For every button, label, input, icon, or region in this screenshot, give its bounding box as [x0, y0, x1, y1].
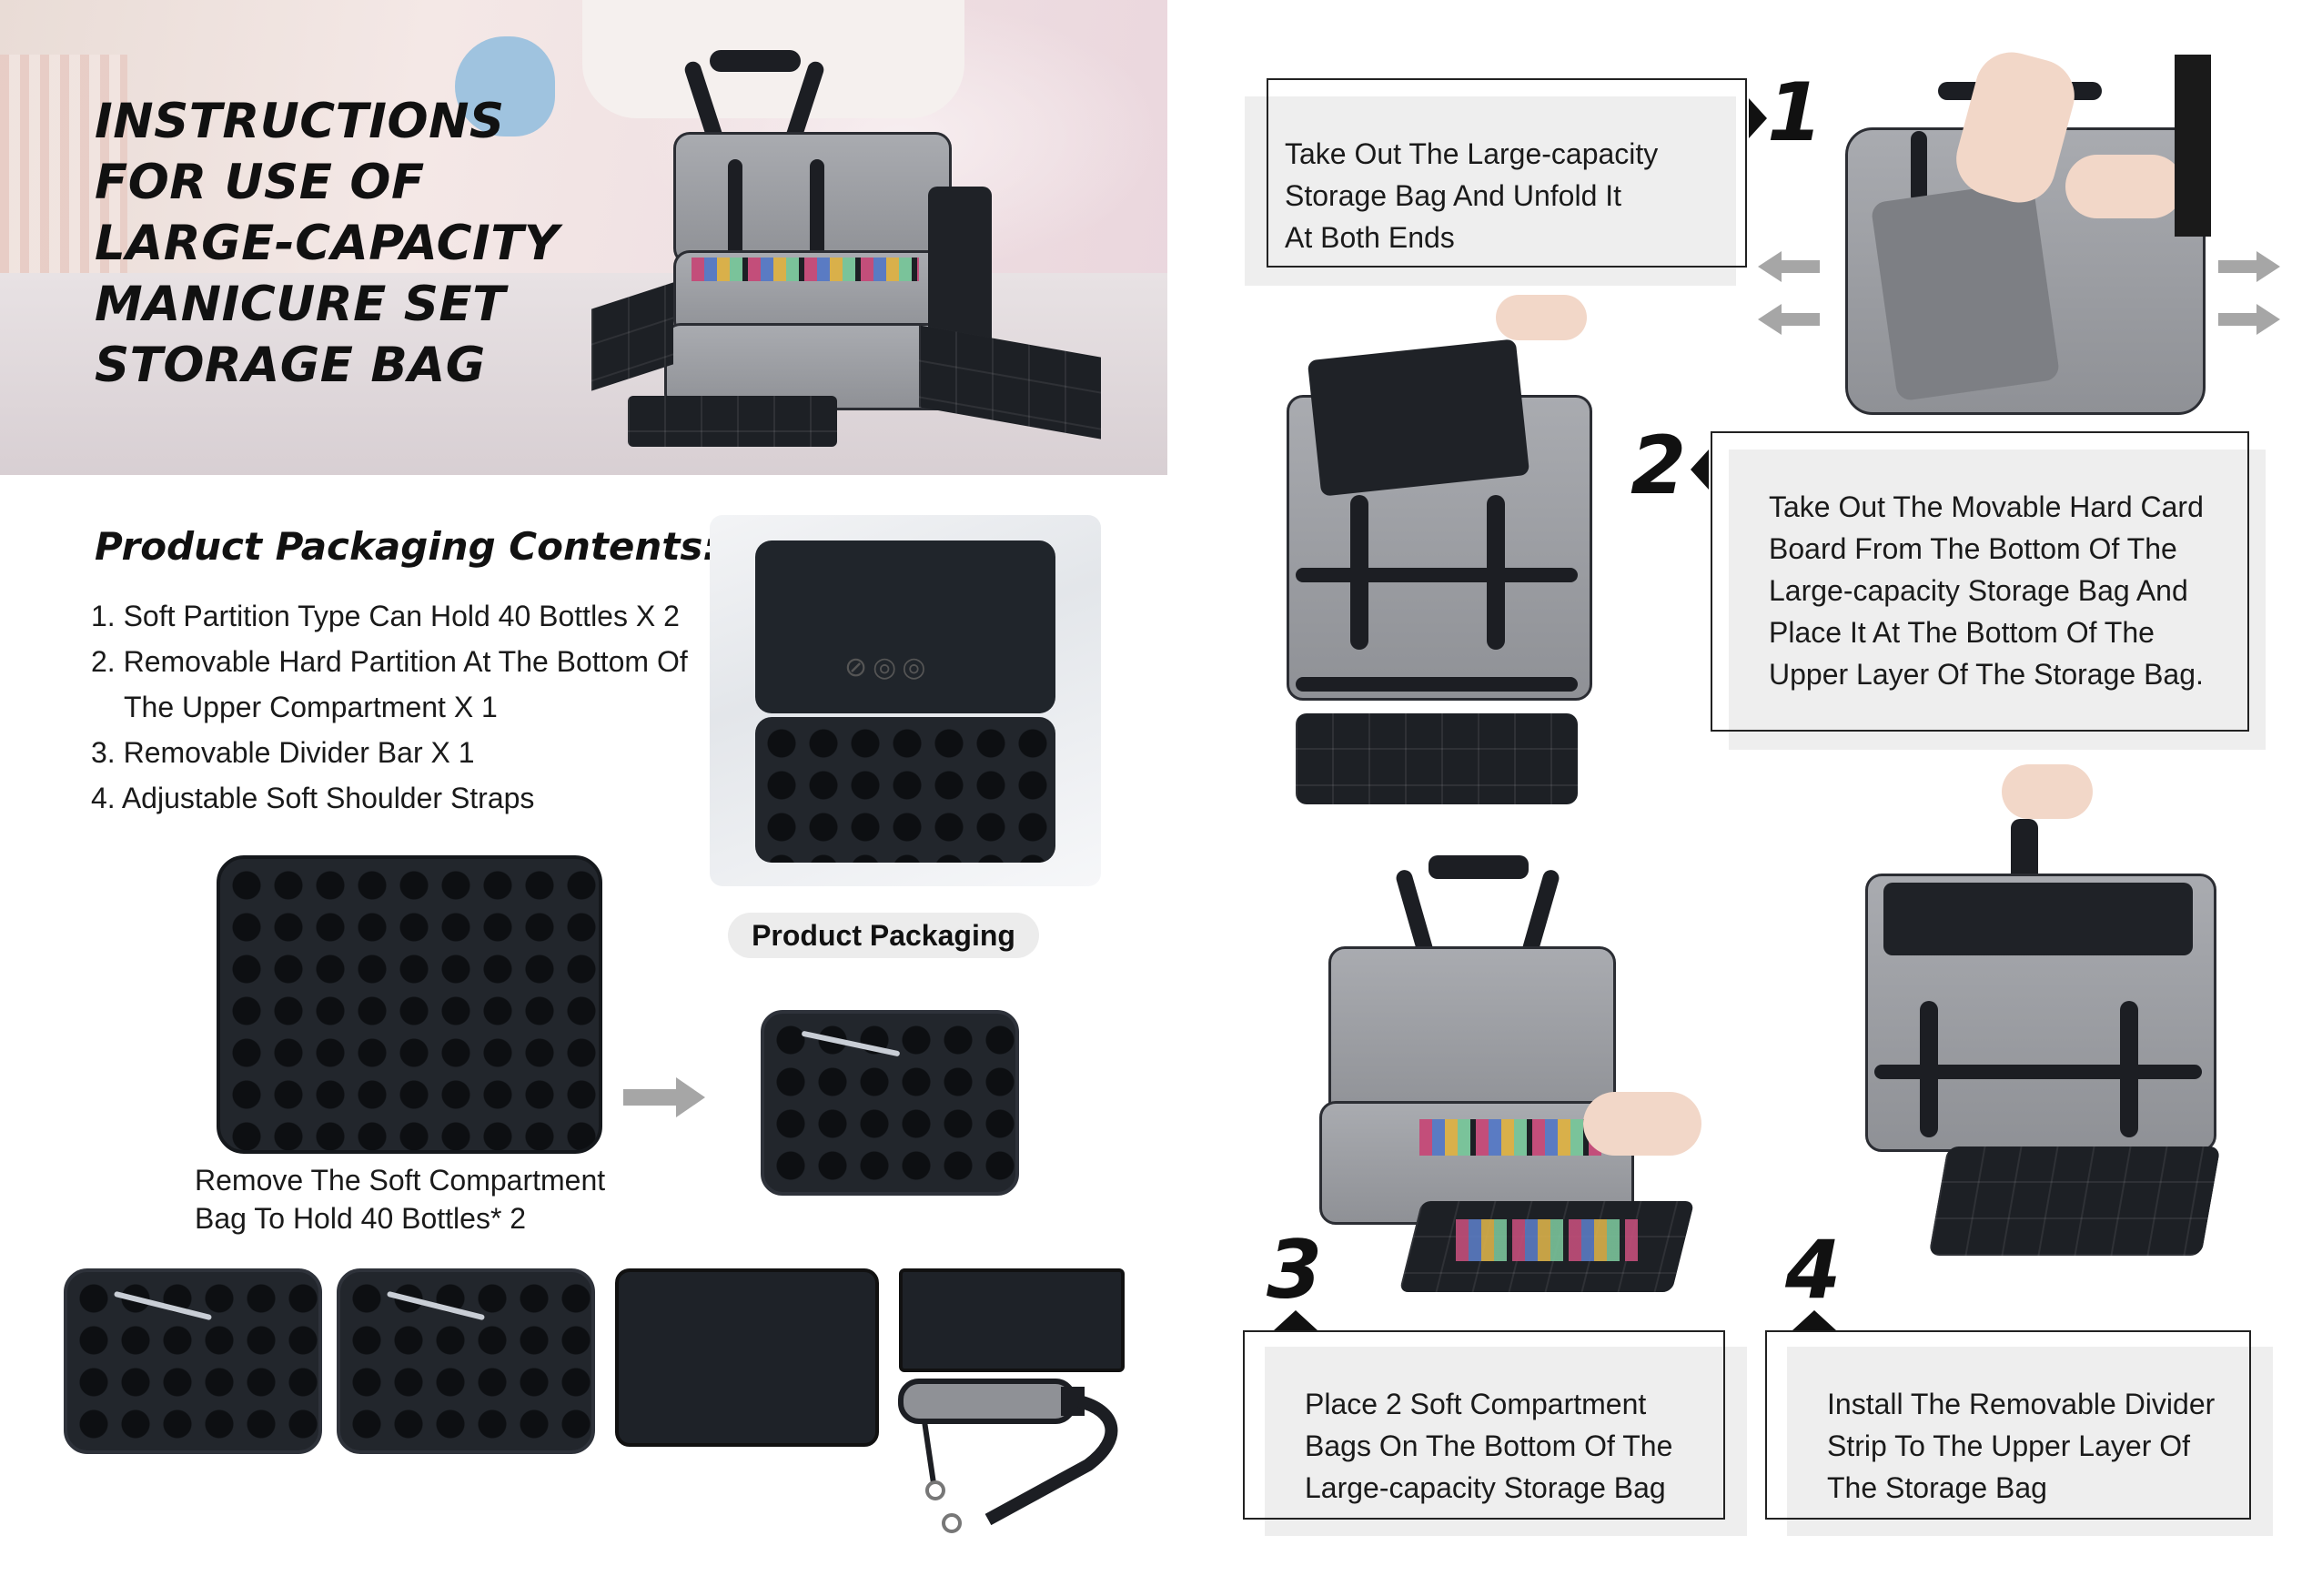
step-text-line: Storage Bag And Unfold It: [1285, 179, 1622, 212]
step-text-line: Upper Layer Of The Storage Bag.: [1769, 658, 2204, 691]
arrow-right-icon: [623, 1077, 705, 1117]
packaged-bag-top: [755, 540, 1055, 713]
step-text-line: Board From The Bottom Of The: [1769, 532, 2177, 565]
step-text-line: Strip To The Upper Layer Of: [1827, 1429, 2191, 1462]
title-line: INSTRUCTIONS: [95, 94, 505, 149]
soft-foam-insert-image: [217, 855, 602, 1154]
step-1-pointer: [1749, 98, 1767, 138]
arrow-right-icon: [2218, 251, 2280, 282]
page-title: INSTRUCTIONS FOR USE OF LARGE-CAPACITY M…: [95, 91, 604, 396]
hero-bag-image: [591, 50, 1101, 450]
step-text-line: Install The Removable Divider: [1827, 1388, 2216, 1420]
caption-line: Bag To Hold 40 Bottles* 2: [195, 1202, 527, 1235]
step-text-line: Large-capacity Storage Bag And: [1769, 574, 2188, 607]
step-4-photo: [1847, 764, 2229, 1292]
step-3-number: 3: [1267, 1223, 1323, 1317]
title-line: MANICURE SET: [95, 277, 506, 332]
shoulder-strap-image: [898, 1379, 1118, 1533]
list-item: 4. Adjustable Soft Shoulder Straps: [91, 782, 535, 814]
step-3-photo: [1283, 855, 1711, 1292]
zipper-pull: [113, 1290, 213, 1321]
step-4-number: 4: [1785, 1223, 1842, 1317]
list-item: 1. Soft Partition Type Can Hold 40 Bottl…: [91, 600, 680, 632]
soft-compartment-bag-image: [761, 1010, 1019, 1196]
step-text-line: Place 2 Soft Compartment: [1305, 1388, 1647, 1420]
title-line: STORAGE BAG: [95, 338, 486, 393]
step-2-photo: [1259, 295, 1623, 804]
step-text-line: Place It At The Bottom Of The: [1769, 616, 2155, 649]
step-text-line: Take Out The Large-capacity: [1285, 137, 1659, 170]
step-1-box: Take Out The Large-capacity Storage Bag …: [1245, 96, 1736, 286]
packaging-label: Product Packaging: [728, 913, 1039, 958]
arrow-left-icon: [1758, 304, 1820, 335]
arrow-left-icon: [1758, 251, 1820, 282]
step-1-photo: [1829, 44, 2211, 415]
zipper-pull: [386, 1290, 486, 1321]
list-item: 3. Removable Divider Bar X 1: [91, 736, 475, 769]
step-2-number: 2: [1630, 419, 1687, 512]
contents-heading: Product Packaging Contents:: [95, 524, 719, 569]
packaging-image: ⊘◎◎: [710, 515, 1101, 886]
title-line: FOR USE OF: [95, 155, 425, 210]
hero-photo: INSTRUCTIONS FOR USE OF LARGE-CAPACITY M…: [0, 0, 1167, 475]
caption-line: Remove The Soft Compartment: [195, 1164, 606, 1197]
step-3-box: Place 2 Soft Compartment Bags On The Bot…: [1265, 1347, 1747, 1536]
hard-partition-board-image: [615, 1268, 879, 1447]
blue-glove: [455, 36, 555, 136]
packaged-bag-bottom: [755, 717, 1055, 863]
divider-bar-image: [899, 1268, 1125, 1372]
zipper-pull: [801, 1030, 901, 1057]
step-4-pointer: [1792, 1310, 1836, 1330]
title-line: LARGE-CAPACITY: [95, 216, 560, 271]
step-2-pointer: [1691, 450, 1709, 490]
list-item: 2. Removable Hard Partition At The Botto…: [91, 645, 688, 678]
recycle-symbols-icon: ⊘◎◎: [844, 652, 932, 682]
step-1-number: 1: [1767, 66, 1823, 159]
arrow-right-icon: [2218, 304, 2280, 335]
step-text-line: Take Out The Movable Hard Card: [1769, 490, 2204, 523]
remove-caption: Remove The Soft Compartment Bag To Hold …: [195, 1161, 704, 1237]
step-3-pointer: [1274, 1310, 1317, 1330]
step-4-box: Install The Removable Divider Strip To T…: [1787, 1347, 2273, 1536]
soft-bag-item-image: [64, 1268, 322, 1454]
step-text-line: Bags On The Bottom Of The: [1305, 1429, 1673, 1462]
contents-list: 1. Soft Partition Type Can Hold 40 Bottl…: [91, 593, 746, 821]
step-text-line: At Both Ends: [1285, 221, 1455, 254]
step-text-line: Large-capacity Storage Bag: [1305, 1471, 1666, 1504]
step-2-box: Take Out The Movable Hard Card Board Fro…: [1729, 450, 2266, 750]
step-text-line: The Storage Bag: [1827, 1471, 2047, 1504]
soft-bag-item-image: [337, 1268, 595, 1454]
list-item-continuation: The Upper Compartment X 1: [124, 691, 498, 723]
